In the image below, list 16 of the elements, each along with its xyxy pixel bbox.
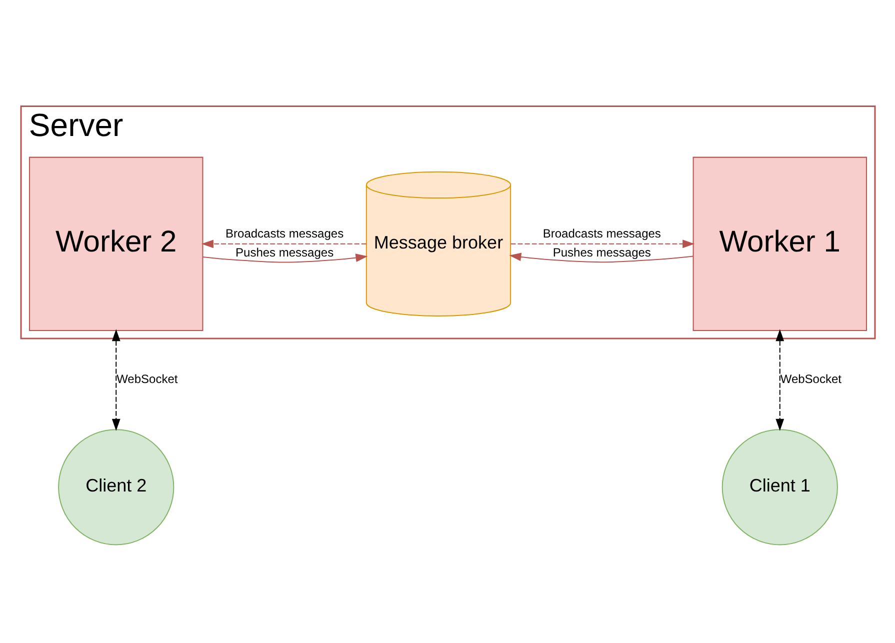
node-circle: Client 1 xyxy=(721,429,838,546)
arrow xyxy=(508,252,693,263)
node-box: Worker 1 xyxy=(692,156,866,331)
edge-label: Pushes messages xyxy=(235,246,334,260)
arrow xyxy=(111,329,120,431)
edge-label: Broadcasts messages xyxy=(225,226,344,241)
edge-label: Broadcasts messages xyxy=(542,226,660,241)
node-box: Worker 2 xyxy=(28,156,203,331)
edge-label: WebSocket xyxy=(116,372,178,386)
arrow xyxy=(202,254,368,263)
arrow xyxy=(200,240,366,248)
edge-label: WebSocket xyxy=(780,372,841,386)
arrow xyxy=(510,240,694,248)
node-circle: Client 2 xyxy=(58,429,174,546)
edge-label: Pushes messages xyxy=(552,246,650,260)
arrow xyxy=(775,329,784,431)
